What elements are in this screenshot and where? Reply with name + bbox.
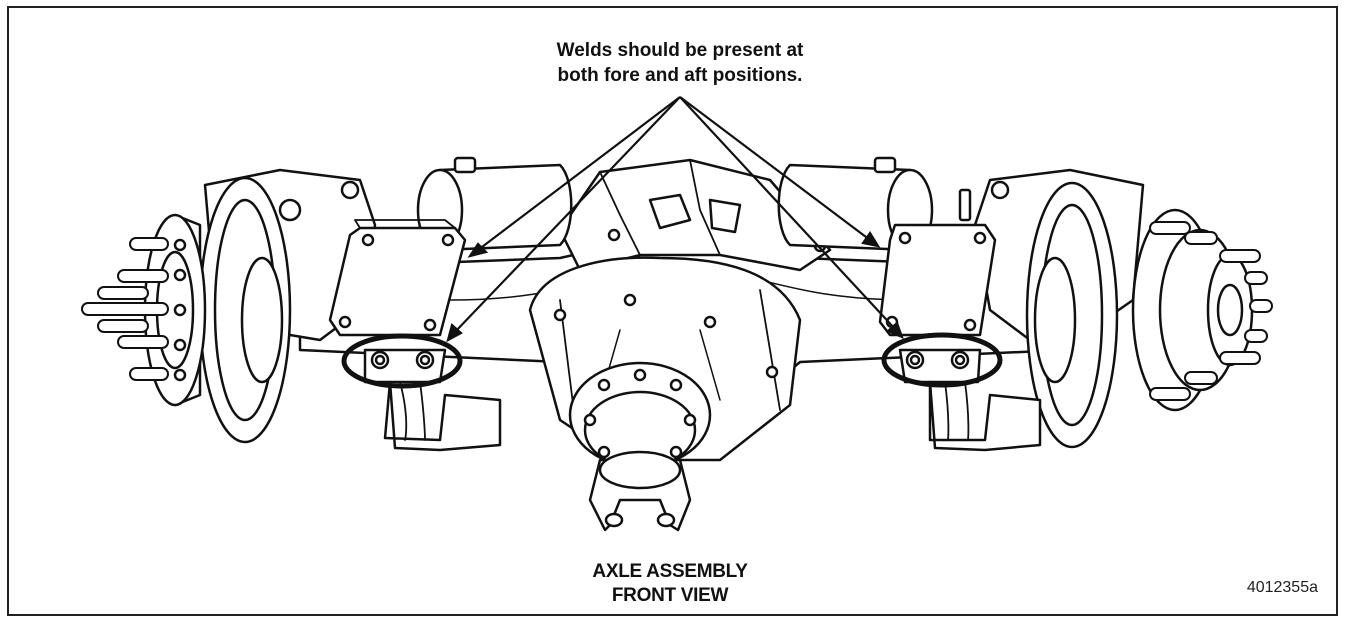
callout-line-2: both fore and aft positions. <box>557 65 803 86</box>
left-weld-highlight <box>341 333 463 389</box>
weld-callout: Welds should be present at both fore and… <box>470 38 890 88</box>
right-weld-highlight <box>881 332 1003 388</box>
caption-line-1: AXLE ASSEMBLY <box>592 561 748 582</box>
figure-caption: AXLE ASSEMBLY FRONT VIEW <box>540 560 800 608</box>
left-wheel-studs <box>81 237 169 381</box>
leader-line-left-upper <box>477 96 681 251</box>
leader-line-right-upper <box>679 96 871 241</box>
leader-line-left-lower <box>453 96 681 334</box>
right-brake-chamber <box>777 163 912 252</box>
callout-line-1: Welds should be present at <box>556 40 804 61</box>
leader-line-right-lower <box>679 96 897 331</box>
right-wheel-studs <box>1149 221 1273 401</box>
figure-id: 4012355a <box>1246 579 1318 596</box>
caption-line-2: FRONT VIEW <box>611 585 729 606</box>
